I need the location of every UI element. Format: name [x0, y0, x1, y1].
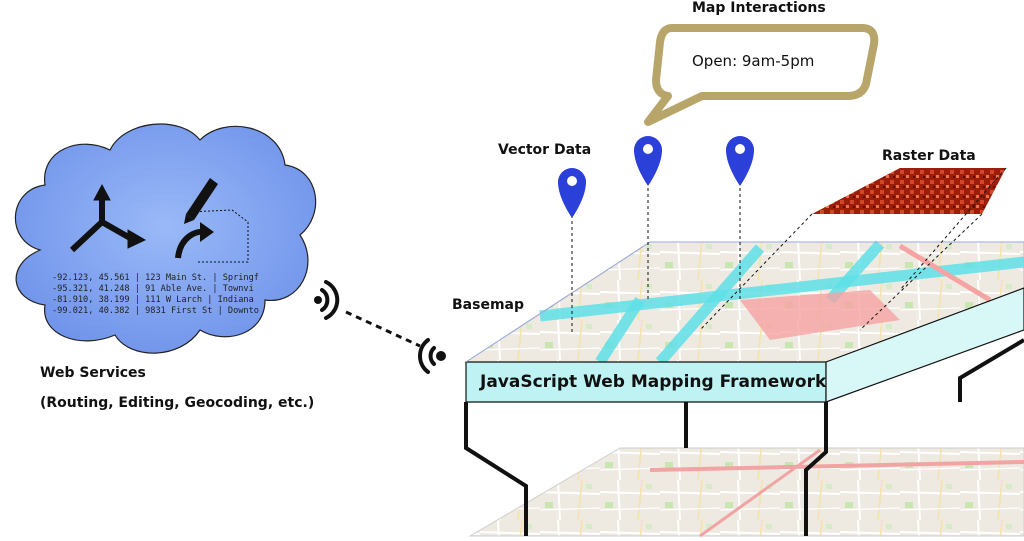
wireless-signal-icon: [314, 280, 340, 320]
web-services-subtitle: (Routing, Editing, Geocoding, etc.): [40, 395, 315, 411]
bubble-text: Open: 9am-5pm: [692, 52, 815, 70]
routing-arrows-icon: [69, 183, 147, 253]
map-pin-icon: [558, 168, 586, 218]
speech-bubble-icon: [644, 24, 879, 126]
web-services-label: Web Services: [40, 365, 146, 381]
pencil-edit-icon: [175, 178, 249, 263]
wireless-signal-icon: [418, 338, 446, 374]
lower-map-layer: [468, 447, 1024, 538]
framework-slab: [465, 241, 1024, 403]
framework-label: JavaScript Web Mapping Framework: [480, 372, 827, 392]
geocode-row: -92.123, 45.561 | 123 Main St. | Springf: [52, 273, 259, 283]
raster-data-layer: [699, 167, 1007, 331]
map-pin-icon: [726, 136, 754, 186]
raster-data-label: Raster Data: [882, 148, 976, 164]
geocode-table: -92.123, 45.561 | 123 Main St. | Springf…: [52, 273, 259, 317]
geocode-row: -81.910, 38.199 | 111 W Larch | Indiana: [52, 295, 254, 305]
support-lines: [464, 338, 1024, 536]
map-pin-icon: [634, 136, 662, 186]
geocode-row: -95.321, 41.248 | 91 Able Ave. | Townvi: [52, 284, 254, 294]
connection-line: [345, 310, 421, 348]
basemap-layer: [464, 240, 1024, 366]
cloud-icon: [14, 123, 317, 354]
vector-data-label: Vector Data: [498, 142, 592, 158]
vector-pins: [558, 136, 754, 335]
geocode-row: -99.021, 40.382 | 9831 First St | Downto: [52, 306, 259, 316]
map-interactions-label: Map Interactions: [692, 0, 826, 16]
basemap-label: Basemap: [452, 297, 525, 313]
